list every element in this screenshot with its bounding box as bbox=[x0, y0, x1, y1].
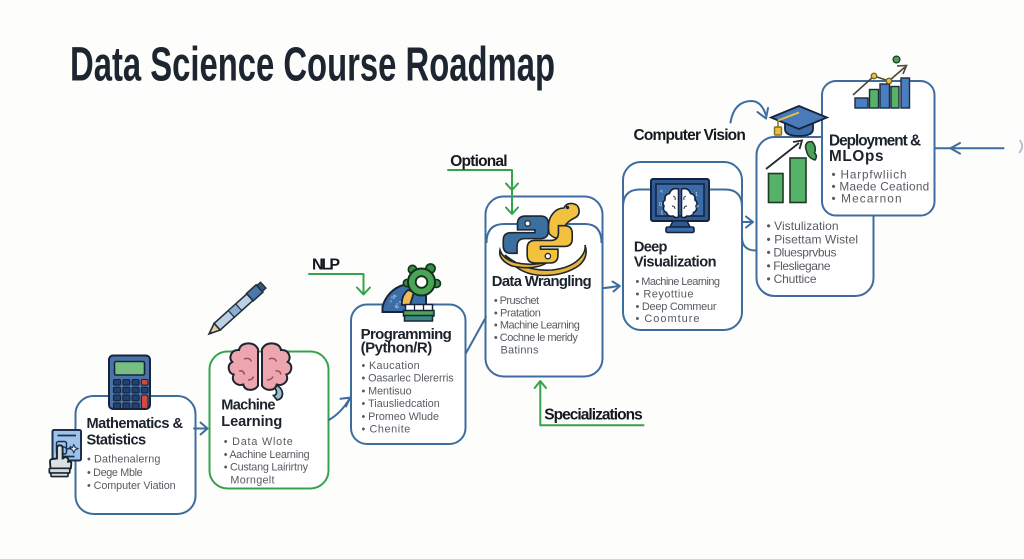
svg-text:Morngelt: Morngelt bbox=[230, 474, 274, 486]
svg-text:• Cochne le meridy: • Cochne le meridy bbox=[494, 332, 579, 344]
svg-text:• Promeo Wlude: • Promeo Wlude bbox=[362, 411, 440, 423]
svg-text:• Machine Learning: • Machine Learning bbox=[494, 320, 580, 332]
svg-text:<: < bbox=[660, 189, 663, 195]
svg-text:• Chuttice: • Chuttice bbox=[767, 272, 817, 286]
svg-text:• Harpfwliich: • Harpfwliich bbox=[832, 168, 907, 182]
svg-text:• Dege Mble: • Dege Mble bbox=[87, 467, 143, 479]
svg-text:• Maede Ceationd: • Maede Ceationd bbox=[832, 180, 930, 194]
svg-text:Learning: Learning bbox=[221, 414, 282, 430]
svg-text:Optional: Optional bbox=[450, 153, 507, 170]
svg-text:;: ; bbox=[692, 210, 694, 216]
svg-text:• Pratation: • Pratation bbox=[494, 307, 541, 319]
svg-text:• Tiausliedcation: • Tiausliedcation bbox=[362, 398, 440, 410]
svg-text:÷ %: ÷ % bbox=[388, 293, 398, 304]
svg-text:• Pisettam Wistel: • Pisettam Wistel bbox=[767, 232, 859, 246]
svg-text:• Computer Viation: • Computer Viation bbox=[87, 480, 176, 492]
svg-text:Programming: Programming bbox=[361, 326, 452, 343]
svg-text:MLOps: MLOps bbox=[829, 148, 884, 165]
svg-text:• Pruschet: • Pruschet bbox=[494, 295, 539, 307]
svg-text:Deep: Deep bbox=[634, 239, 668, 255]
svg-text:• Coomture: • Coomture bbox=[636, 313, 700, 325]
svg-text:>: > bbox=[696, 204, 699, 210]
svg-text:• Flesliegane: • Flesliegane bbox=[767, 259, 831, 273]
svg-text:• Aachine Learning: • Aachine Learning bbox=[224, 449, 310, 461]
svg-text:6°∘: 6°∘ bbox=[394, 300, 404, 311]
svg-text:• Vistulization: • Vistulization bbox=[767, 219, 839, 233]
svg-text:NLP: NLP bbox=[312, 256, 340, 273]
svg-text:0: 0 bbox=[659, 202, 662, 208]
svg-text:(Python/R): (Python/R) bbox=[361, 339, 433, 356]
svg-text:Mathematics &: Mathematics & bbox=[87, 416, 184, 432]
svg-text:• Dathenalerng: • Dathenalerng bbox=[87, 453, 160, 465]
svg-text:Data Science Course Roadmap: Data Science Course Roadmap bbox=[70, 39, 555, 92]
svg-text:Data Wrangling: Data Wrangling bbox=[492, 274, 592, 290]
svg-text:Visualization: Visualization bbox=[634, 255, 717, 271]
svg-text:• Oasarlec Dlererris: • Oasarlec Dlererris bbox=[362, 373, 455, 385]
svg-text:• Machine Learning: • Machine Learning bbox=[636, 276, 721, 288]
svg-text:• Deep Commeur: • Deep Commeur bbox=[636, 301, 717, 313]
svg-text:• Reyottiue: • Reyottiue bbox=[636, 288, 694, 300]
svg-text:• Mecarnon: • Mecarnon bbox=[832, 192, 902, 206]
svg-text:{: { bbox=[661, 210, 663, 216]
svg-text:• Custang Lairirtny: • Custang Lairirtny bbox=[224, 462, 309, 474]
svg-text:Statistics: Statistics bbox=[87, 433, 147, 449]
svg-text:• Kaucation: • Kaucation bbox=[362, 360, 420, 372]
svg-text:Machine: Machine bbox=[221, 398, 275, 414]
svg-text:Computer Vision: Computer Vision bbox=[634, 127, 746, 144]
svg-text:Deployment &: Deployment & bbox=[829, 133, 921, 150]
svg-text:• Mentisuo: • Mentisuo bbox=[362, 385, 412, 397]
svg-text:Batinns: Batinns bbox=[501, 345, 540, 357]
svg-text:Specializations: Specializations bbox=[544, 407, 643, 424]
svg-text:1: 1 bbox=[695, 192, 698, 198]
svg-text:• Dluesprvbus: • Dluesprvbus bbox=[767, 246, 837, 260]
svg-text:• Chenite: • Chenite bbox=[362, 424, 411, 436]
svg-text:• Data Wlote: • Data Wlote bbox=[224, 436, 293, 448]
